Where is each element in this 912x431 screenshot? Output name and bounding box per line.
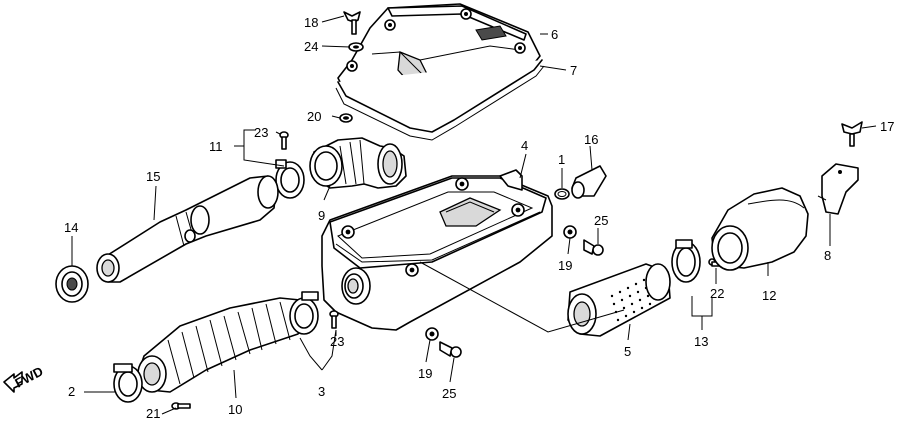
hose-clamp-2 xyxy=(113,363,143,403)
forward-direction-indicator: FWD xyxy=(3,364,46,393)
callout-21: 21 xyxy=(146,406,160,421)
forward-arrow-icon xyxy=(3,371,23,393)
callout-23-upper: 23 xyxy=(254,125,268,140)
screw-21 xyxy=(171,402,191,410)
air-cleaner-case xyxy=(321,169,553,331)
filter-element-5 xyxy=(567,263,671,337)
fwd-label: FWD xyxy=(12,364,45,391)
bracket-8 xyxy=(817,163,859,215)
drain-ring-1 xyxy=(554,188,570,200)
hose-clamp-11 xyxy=(275,159,305,199)
callout-10: 10 xyxy=(228,402,242,417)
callout-14: 14 xyxy=(64,220,78,235)
callout-24: 24 xyxy=(304,39,318,54)
rubber-ring-14 xyxy=(55,265,89,303)
grommet-20 xyxy=(339,113,353,123)
callout-25-upper: 25 xyxy=(594,213,608,228)
callout-12: 12 xyxy=(762,288,776,303)
washer-24 xyxy=(348,42,364,52)
grommet-19-upper xyxy=(563,225,577,239)
callout-25-lower: 25 xyxy=(442,386,456,401)
callout-17: 17 xyxy=(880,119,894,134)
callout-11: 11 xyxy=(209,139,223,154)
bolt-25-lower xyxy=(439,341,462,358)
callout-15: 15 xyxy=(146,169,160,184)
bellows-duct-10 xyxy=(137,297,309,393)
outer-filter-12 xyxy=(711,187,809,271)
callout-19-upper: 19 xyxy=(558,258,572,273)
callout-19-lower: 19 xyxy=(418,366,432,381)
callout-2: 2 xyxy=(68,384,75,399)
callout-13: 13 xyxy=(694,334,708,349)
callout-18: 18 xyxy=(304,15,318,30)
screw-23-lower xyxy=(329,310,339,329)
callout-4: 4 xyxy=(521,138,528,153)
hose-clamp-13 xyxy=(671,239,701,283)
callout-9: 9 xyxy=(318,208,325,223)
callout-5: 5 xyxy=(624,344,631,359)
callout-8: 8 xyxy=(824,248,831,263)
elbow-joint-9 xyxy=(309,137,407,189)
leader-lines xyxy=(71,15,877,415)
screw-23-upper xyxy=(279,131,289,150)
hose-clamp-3 xyxy=(289,291,319,335)
callout-labels: 18 24 6 7 20 23 11 9 4 1 16 25 19 15 14 … xyxy=(64,15,894,421)
callout-7: 7 xyxy=(570,63,577,78)
cover-gasket xyxy=(335,59,545,141)
callout-3: 3 xyxy=(318,384,325,399)
wing-bolt-18 xyxy=(343,11,361,35)
callout-1: 1 xyxy=(558,152,565,167)
drain-tube-16 xyxy=(571,165,607,199)
callout-6: 6 xyxy=(551,27,558,42)
wing-bolt-17 xyxy=(841,121,863,147)
grommet-19-lower xyxy=(425,327,439,341)
intake-hose-15 xyxy=(96,175,279,283)
callout-16: 16 xyxy=(584,132,598,147)
callout-22: 22 xyxy=(710,286,724,301)
callout-23-lower: 23 xyxy=(330,334,344,349)
bolt-25-upper xyxy=(583,239,604,256)
callout-20: 20 xyxy=(307,109,321,124)
